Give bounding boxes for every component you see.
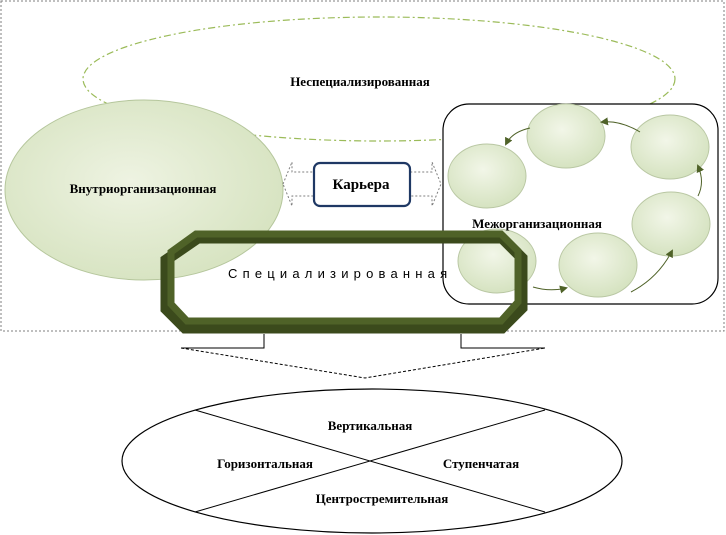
career-box <box>312 161 412 208</box>
career-label: Карьера <box>333 177 390 193</box>
direction-vertical: Вертикальная <box>328 418 412 433</box>
connector-left <box>181 334 265 349</box>
directions-cross-2 <box>194 409 546 513</box>
direction-centripetal: Центростремительная <box>316 491 449 506</box>
cycle-arrow-3 <box>696 164 705 197</box>
direction-horizontal: Горизонтальная <box>217 456 313 471</box>
direction-stepped: Ступенчатая <box>443 456 519 471</box>
connector-right <box>460 334 545 349</box>
nonspecialized-ellipse <box>82 16 676 142</box>
cycle-arrow-5 <box>505 127 531 146</box>
specialized-frame <box>167 230 522 325</box>
specialized-label: Специализированная <box>228 266 452 281</box>
connector-funnel <box>180 347 546 379</box>
inter-bubble-1 <box>447 143 527 209</box>
cycle-arrow-2 <box>630 249 673 293</box>
inter-bubble-4 <box>631 191 711 257</box>
inter-bubble-2 <box>526 103 606 169</box>
inter-bubble-5 <box>558 232 638 298</box>
nonspecialized-label: Неспециализированная <box>290 74 430 89</box>
cycle-arrow-1 <box>532 285 568 294</box>
interorganizational-label: Межорганизационная <box>472 216 602 231</box>
intraorganizational-label: Внутриорганизационная <box>70 181 217 196</box>
inter-bubble-3 <box>630 114 710 180</box>
upper-block-frame <box>0 0 725 332</box>
cycle-arrow-4 <box>600 117 641 133</box>
